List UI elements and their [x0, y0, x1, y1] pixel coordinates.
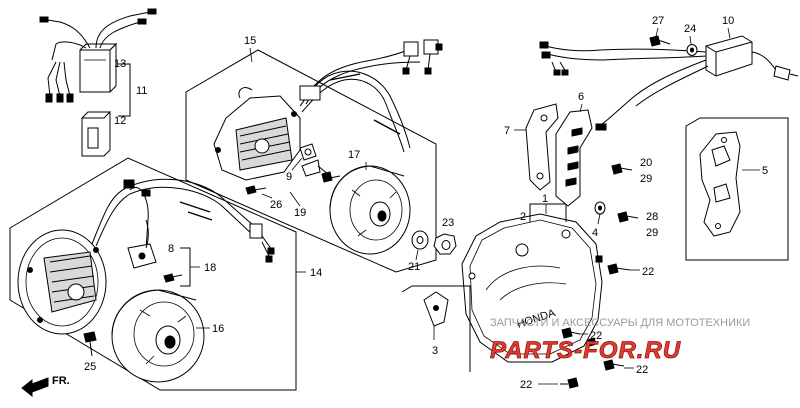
label-21: 21: [408, 261, 420, 273]
bracket-3-frame: [401, 285, 471, 372]
label-13: 13: [114, 58, 126, 70]
label-5: 5: [762, 165, 768, 177]
part-5-frame: [685, 117, 789, 261]
plate-6: [555, 109, 593, 207]
left-harness: [91, 178, 275, 269]
front-label: FR.: [52, 375, 70, 387]
label-28: 28: [646, 211, 658, 223]
label-18: 18: [204, 262, 216, 274]
label-8: 8: [168, 243, 174, 255]
bolt-22-d: [560, 377, 579, 389]
bolt-25: [83, 331, 97, 357]
label-20: 20: [640, 157, 652, 169]
label-14: 14: [310, 267, 322, 279]
label-24: 24: [684, 23, 696, 35]
grommet-9: [299, 143, 317, 161]
label-16: 16: [212, 323, 224, 335]
screw-20: [611, 163, 633, 175]
watermark-caption: ЗАПЧАСТИ И АКСЕССУАРЫ ДЛЯ МОТОТЕХНИКИ: [490, 317, 750, 329]
label-4: 4: [592, 227, 598, 239]
clamp-19: [301, 159, 329, 177]
label-1: 1: [542, 193, 548, 205]
stator-middle: [213, 87, 301, 181]
label-22-a: 22: [642, 266, 654, 278]
washer-24: [686, 44, 698, 56]
flywheel-left: [111, 289, 205, 383]
label-9: 9: [286, 171, 292, 183]
screw-28: [617, 211, 639, 223]
label-29-b: 29: [646, 227, 658, 239]
washer-4: [594, 201, 606, 225]
label-27: 27: [652, 15, 664, 27]
label-3: 3: [432, 345, 438, 357]
screw-near-17: [321, 171, 341, 183]
washer-21: [411, 230, 429, 250]
label-11: 11: [136, 85, 147, 97]
nut-23: [433, 233, 457, 255]
label-17: 17: [348, 149, 360, 161]
label-22-d: 22: [520, 379, 532, 391]
label-22-b: 22: [590, 330, 602, 342]
label-12: 12: [114, 115, 126, 127]
ignition-coil-10: [539, 35, 799, 131]
bolt-22-a: [607, 263, 631, 275]
middle-harness: [299, 39, 443, 153]
label-26: 26: [270, 199, 282, 211]
screw-18: [163, 273, 183, 283]
label-25: 25: [84, 361, 96, 373]
flywheel-middle: [329, 165, 411, 255]
label-7: 7: [504, 125, 510, 137]
assembly-14-frame: [9, 157, 297, 391]
plate-7: [525, 103, 559, 191]
label-6: 6: [578, 91, 584, 103]
bolt-22-c: [603, 359, 625, 371]
cover-plate-5: [699, 131, 741, 237]
label-22-c: 22: [636, 364, 648, 376]
label-2: 2: [520, 211, 526, 223]
label-10: 10: [722, 15, 734, 27]
bolt-27: [649, 35, 671, 47]
front-direction-arrow: FR.: [21, 375, 70, 398]
ignition-module-assembly: [39, 8, 157, 157]
watermark-brand: PARTS-FOR.RU: [490, 337, 681, 364]
label-19: 19: [294, 207, 306, 219]
label-23: 23: [442, 217, 454, 229]
bolt-22-b: [561, 327, 581, 339]
screw-26: [245, 185, 267, 195]
assembly-15-frame: [185, 49, 437, 273]
crankcase-cover: HONDA: [461, 213, 603, 363]
label-29-a: 29: [640, 173, 652, 185]
label-15: 15: [244, 35, 256, 47]
stator-left: [17, 229, 107, 335]
